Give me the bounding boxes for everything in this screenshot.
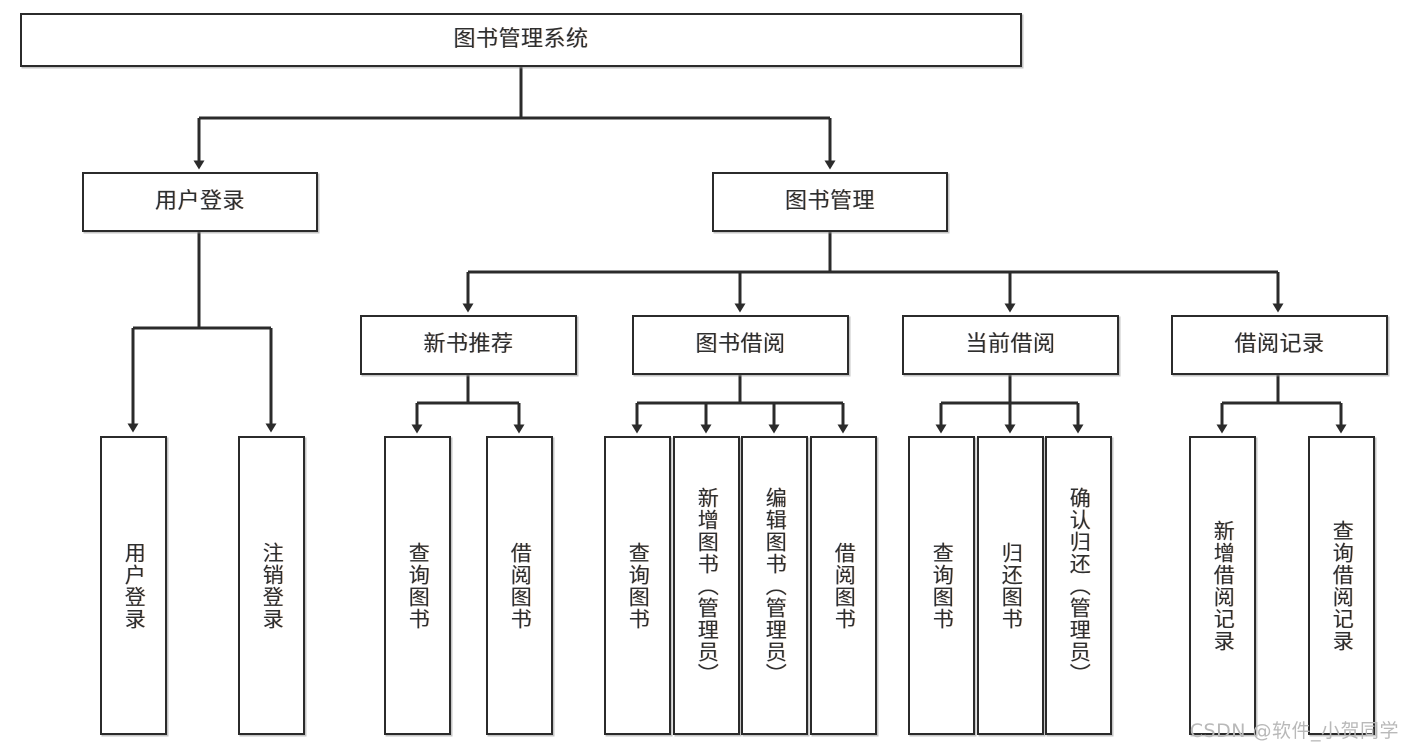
node-label: 新书推荐 (423, 331, 514, 357)
node-leaf-return-book[interactable]: 归还图书 (977, 436, 1044, 735)
node-label: 图书借阅 (695, 331, 786, 357)
node-leaf-edit-book-admin[interactable]: 编辑图书（管理员） (741, 436, 808, 735)
node-label: 借阅图书 (508, 541, 533, 630)
node-leaf-borrow-book-1[interactable]: 借阅图书 (486, 436, 553, 735)
node-label: 注销登录 (260, 541, 285, 630)
node-label: 图书管理系统 (453, 26, 589, 52)
node-current-borrow[interactable]: 当前借阅 (902, 315, 1119, 375)
node-leaf-add-book-admin[interactable]: 新增图书（管理员） (673, 436, 740, 735)
node-book-management[interactable]: 图书管理 (712, 172, 948, 232)
node-leaf-query-book-2[interactable]: 查询图书 (604, 436, 671, 735)
node-borrow-record[interactable]: 借阅记录 (1171, 315, 1388, 375)
node-label: 借阅图书 (832, 541, 857, 630)
node-label: 查询借阅记录 (1330, 519, 1355, 652)
node-new-book-recommend[interactable]: 新书推荐 (360, 315, 577, 375)
node-label: 当前借阅 (965, 331, 1056, 357)
node-leaf-query-book-1[interactable]: 查询图书 (384, 436, 451, 735)
node-label: 借阅记录 (1234, 331, 1325, 357)
node-label: 查询图书 (626, 541, 651, 630)
node-label: 新增图书（管理员） (695, 486, 720, 685)
node-leaf-user-login[interactable]: 用户登录 (100, 436, 167, 735)
node-label: 图书管理 (784, 188, 875, 214)
node-label: 归还图书 (999, 541, 1024, 630)
node-label: 编辑图书（管理员） (763, 486, 788, 685)
node-label: 查询图书 (406, 541, 431, 630)
node-user-login[interactable]: 用户登录 (82, 172, 318, 232)
node-leaf-add-borrow-record[interactable]: 新增借阅记录 (1189, 436, 1256, 735)
node-leaf-query-book-3[interactable]: 查询图书 (908, 436, 975, 735)
node-book-borrow[interactable]: 图书借阅 (632, 315, 849, 375)
node-leaf-confirm-return-admin[interactable]: 确认归还（管理员） (1045, 436, 1112, 735)
node-label: 确认归还（管理员） (1067, 486, 1092, 685)
node-label: 新增借阅记录 (1211, 519, 1236, 652)
node-leaf-query-borrow-record[interactable]: 查询借阅记录 (1308, 436, 1375, 735)
node-label: 用户登录 (154, 188, 245, 214)
node-leaf-logout-login[interactable]: 注销登录 (238, 436, 305, 735)
node-leaf-borrow-book-2[interactable]: 借阅图书 (810, 436, 877, 735)
node-label: 用户登录 (122, 541, 147, 630)
node-label: 查询图书 (930, 541, 955, 630)
node-book-management-system[interactable]: 图书管理系统 (20, 13, 1022, 67)
